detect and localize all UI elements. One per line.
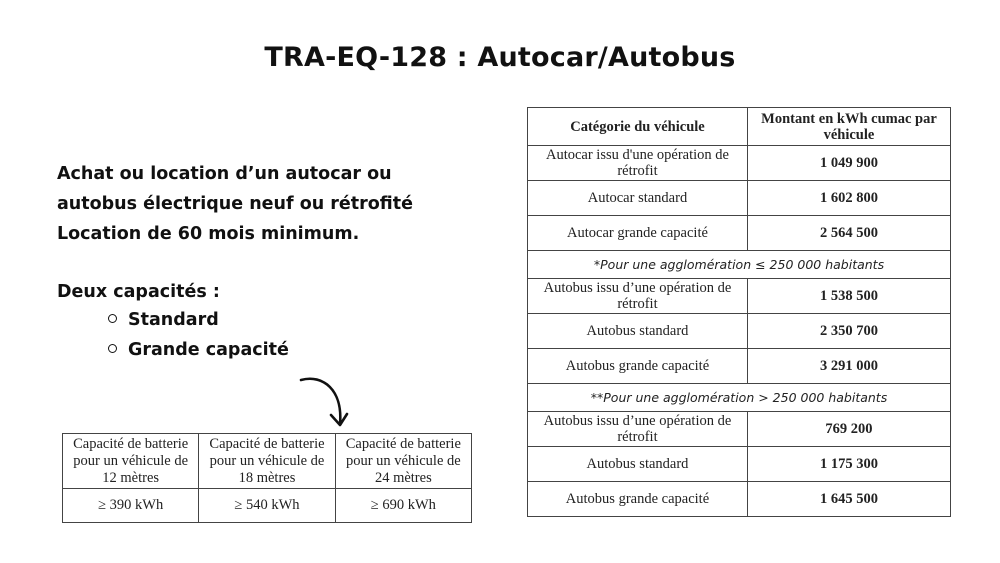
vehicle-category: Autobus issu d’une opération de rétrofit xyxy=(527,278,748,314)
cumac-value: 1 538 500 xyxy=(746,278,952,314)
cumac-value: 1 645 500 xyxy=(746,481,952,517)
table-header-cell: Montant en kWh cumac par véhicule xyxy=(746,107,952,146)
table-row: Autobus issu d’une opération de rétrofit… xyxy=(527,411,952,447)
bullet-icon xyxy=(108,343,117,353)
description-line: Achat ou location d’un autocar ou xyxy=(57,164,392,184)
capacity-label: Grande capacité xyxy=(128,340,289,360)
capacity-label: Standard xyxy=(128,310,219,330)
table-note: *Pour une agglomération ≤ 250 000 habita… xyxy=(527,250,951,279)
vehicle-category: Autobus grande capacité xyxy=(527,481,748,517)
cumac-value: 1 175 300 xyxy=(746,446,952,482)
description-line: Location de 60 mois minimum. xyxy=(57,224,360,244)
capacities-heading: Deux capacités : xyxy=(57,282,220,302)
cumac-table: Catégorie du véhicule Montant en kWh cum… xyxy=(527,107,952,517)
vehicle-category: Autobus standard xyxy=(527,446,748,482)
capacity-item: Standard xyxy=(108,305,219,335)
cumac-value: 769 200 xyxy=(746,411,952,447)
cumac-value: 1 602 800 xyxy=(746,180,952,216)
vehicle-category: Autobus grande capacité xyxy=(527,348,748,384)
table-row: **Pour une agglomération > 250 000 habit… xyxy=(527,383,951,412)
cumac-value: 1 049 900 xyxy=(746,145,952,181)
vehicle-category: Autobus standard xyxy=(527,313,748,349)
table-note: **Pour une agglomération > 250 000 habit… xyxy=(527,383,951,412)
bullet-icon xyxy=(108,313,117,323)
battery-capacity-table: Capacité de batterie pour un véhicule de… xyxy=(61,433,473,523)
table-header-cell: Capacité de batterie pour un véhicule de… xyxy=(61,433,200,489)
vehicle-category: Autocar issu d'une opération de rétrofit xyxy=(527,145,748,181)
table-header-cell: Capacité de batterie pour un véhicule de… xyxy=(198,433,336,489)
description-line: autobus électrique neuf ou rétrofité xyxy=(57,194,413,214)
curved-arrow-icon xyxy=(299,377,349,427)
table-header-cell: Capacité de batterie pour un véhicule de… xyxy=(334,433,473,489)
table-header-cell: Catégorie du véhicule xyxy=(527,107,748,146)
slide-title: TRA-EQ-128 : Autocar/Autobus xyxy=(264,42,736,73)
cumac-value: 3 291 000 xyxy=(746,348,952,384)
table-row: Autocar issu d'une opération de rétrofit… xyxy=(527,145,952,181)
cumac-value: 2 350 700 xyxy=(746,313,952,349)
capacity-item: Grande capacité xyxy=(108,335,289,365)
table-row: Autobus issu d’une opération de rétrofit… xyxy=(527,278,952,314)
table-row: *Pour une agglomération ≤ 250 000 habita… xyxy=(527,250,951,279)
table-cell: ≥ 540 kWh xyxy=(198,488,336,523)
vehicle-category: Autocar grande capacité xyxy=(527,215,748,251)
table-cell: ≥ 390 kWh xyxy=(61,488,200,523)
vehicle-category: Autobus issu d’une opération de rétrofit xyxy=(527,411,748,447)
cumac-value: 2 564 500 xyxy=(746,215,952,251)
table-cell: ≥ 690 kWh xyxy=(334,488,473,523)
vehicle-category: Autocar standard xyxy=(527,180,748,216)
